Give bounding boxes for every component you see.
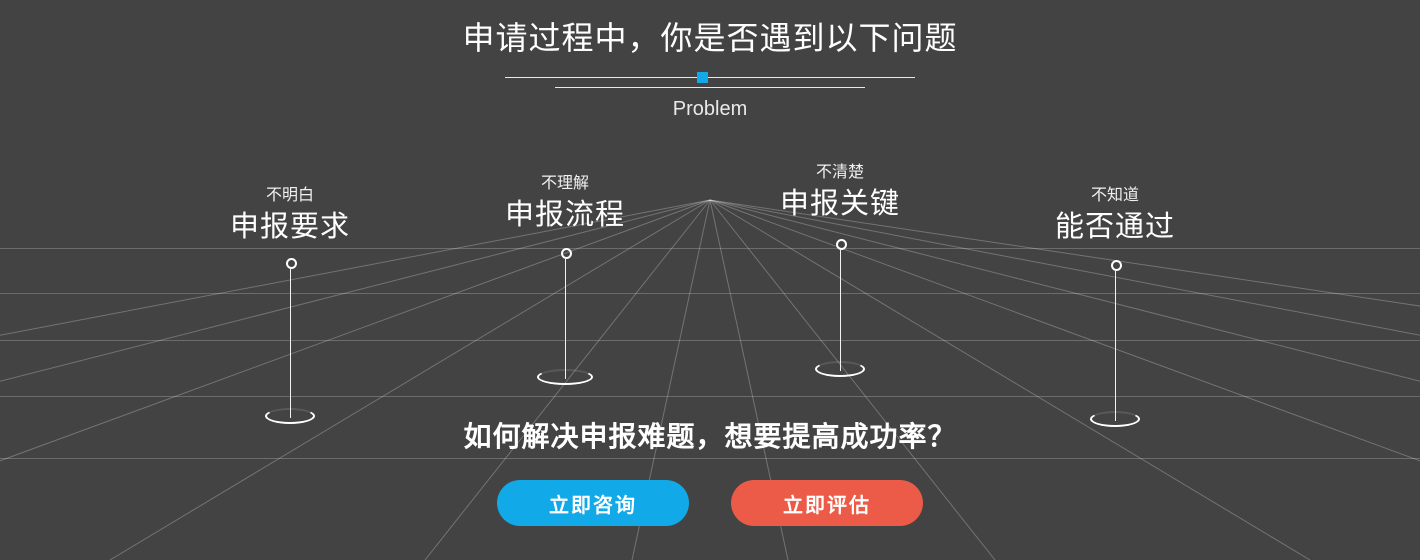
pin-base-ellipse xyxy=(537,369,593,385)
problem-item-4-subtitle: 不知道 xyxy=(1090,187,1139,204)
problem-item-1-subtitle: 不明白 xyxy=(265,187,314,204)
problem-item-2: 不理解 申报流程 xyxy=(435,173,695,235)
evaluate-now-button[interactable]: 立即评估 xyxy=(731,480,923,526)
problem-item-3: 不清楚 申报关键 xyxy=(710,162,970,224)
divider-line-short xyxy=(555,87,865,88)
problem-item-1: 不明白 申报要求 xyxy=(160,185,420,247)
problem-item-3-title: 申报关键 xyxy=(779,188,900,220)
pin-stem xyxy=(290,269,291,418)
pin-head-icon xyxy=(560,248,572,259)
problem-item-2-subtitle: 不理解 xyxy=(540,175,589,192)
pin-base-ellipse xyxy=(815,361,865,377)
cta-heading: 如何解决申报难题，想要提高成功率？ xyxy=(463,421,957,452)
title-divider xyxy=(495,66,925,90)
problem-item-1-title: 申报要求 xyxy=(229,211,350,243)
pin-head-icon xyxy=(1110,260,1122,271)
problem-item-3-subtitle: 不清楚 xyxy=(815,164,864,181)
section-header: 申请过程中，你是否遇到以下问题 Problem xyxy=(0,0,1420,122)
problem-item-2-title: 申报流程 xyxy=(504,199,625,231)
pin-head-icon xyxy=(835,239,847,250)
problem-pin-2 xyxy=(537,248,593,394)
problem-pin-1 xyxy=(265,258,315,424)
problem-pin-3 xyxy=(815,239,865,385)
problem-item-4-title: 能否通过 xyxy=(1054,211,1175,243)
cta-block: 如何解决申报难题，想要提高成功率？ 立即咨询 立即评估 xyxy=(0,418,1420,526)
pin-head-icon xyxy=(285,258,297,269)
cta-button-group: 立即咨询 立即评估 xyxy=(0,480,1420,526)
divider-square-marker xyxy=(697,72,708,83)
problem-pin-4 xyxy=(1090,260,1140,427)
divider-line-long xyxy=(505,77,915,78)
page-title: 申请过程中，你是否遇到以下问题 xyxy=(462,20,958,56)
pin-stem xyxy=(565,259,566,379)
section-subtitle: Problem xyxy=(672,98,748,120)
pin-stem xyxy=(840,250,841,371)
pin-stem xyxy=(1115,271,1116,421)
consult-now-button[interactable]: 立即咨询 xyxy=(497,480,689,526)
problem-item-4: 不知道 能否通过 xyxy=(985,185,1245,247)
